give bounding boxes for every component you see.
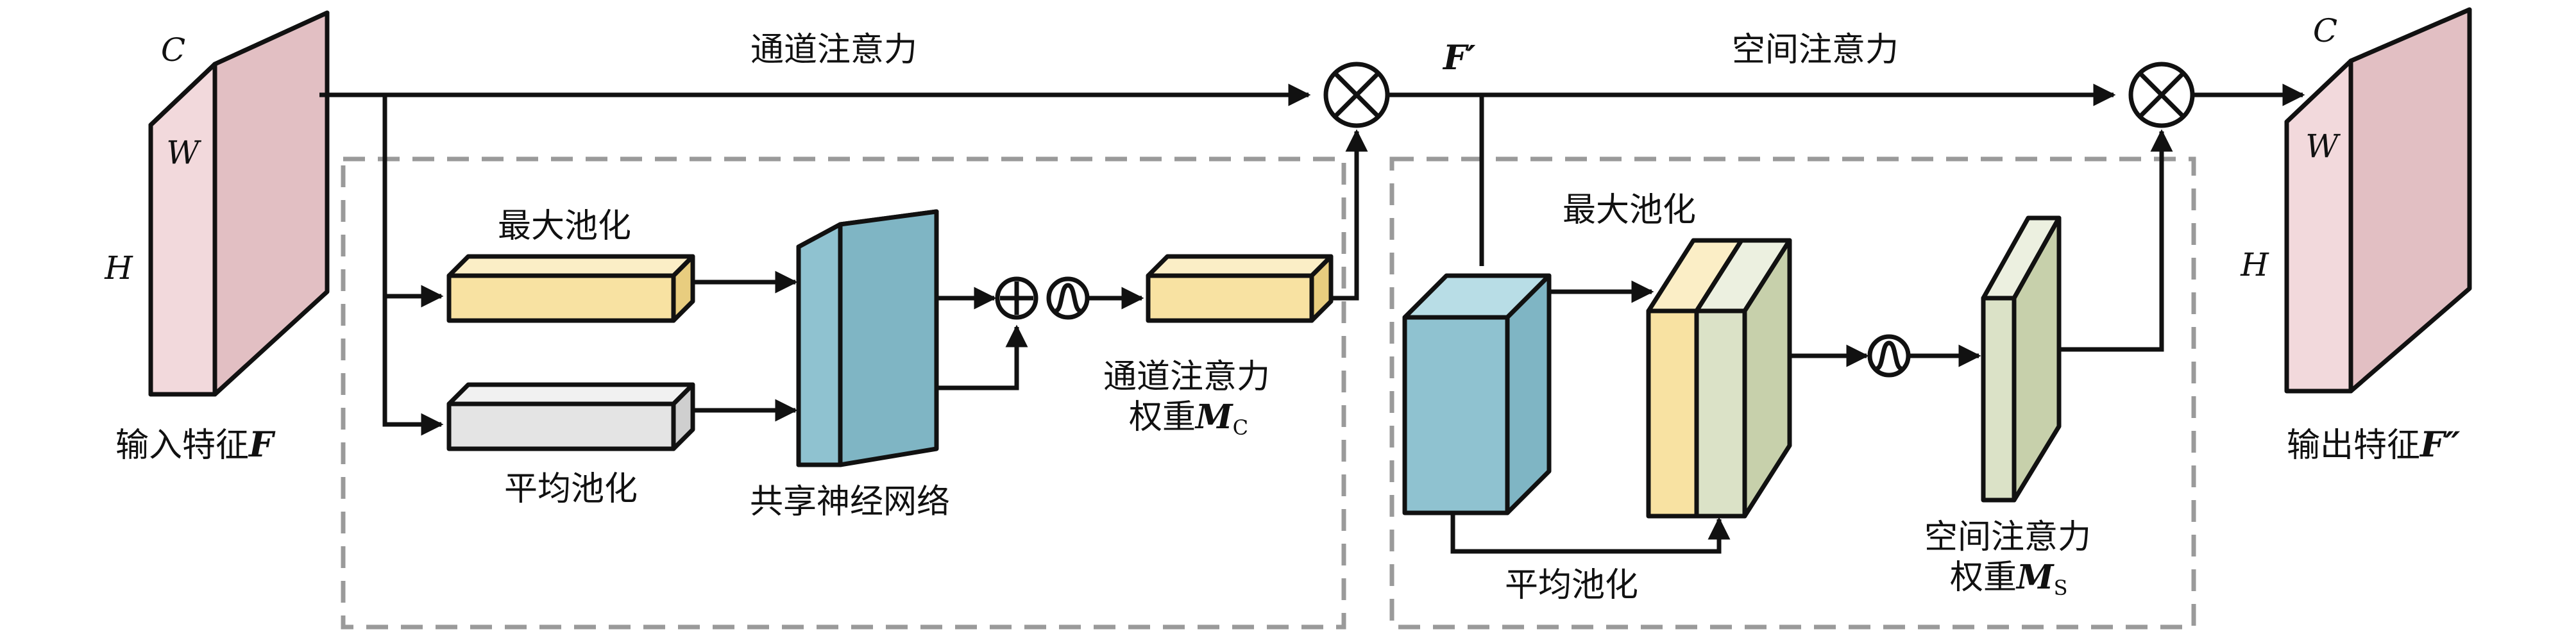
sigmoid-icon xyxy=(1867,334,1911,378)
channel-weight-label-line2: 权重MC xyxy=(1129,398,1248,440)
spatial-attention-module-box xyxy=(1389,156,2196,630)
mlp-to-add-arrow-bottom xyxy=(936,324,1028,390)
avg-pool-spatial-label: 平均池化 xyxy=(1505,566,1638,605)
branch-to-avg-pool-arrow xyxy=(382,296,444,436)
input-axis-h: H xyxy=(104,249,133,287)
avg-pool-label: 平均池化 xyxy=(504,470,638,508)
input-caption: 输入特征F xyxy=(115,424,276,465)
sigmoid-icon xyxy=(1046,276,1090,320)
output-feature-block xyxy=(2284,7,2472,394)
circled-times-icon xyxy=(2128,62,2195,128)
channel-attention-module-box xyxy=(341,156,1346,630)
cube-to-avg-pool-arrow xyxy=(1450,513,1731,554)
channel-weight-to-multiply-arrow xyxy=(1331,129,1368,301)
circled-plus-icon xyxy=(995,276,1038,320)
shared-mlp-label: 共享神经网络 xyxy=(750,483,950,521)
output-caption: 输出特征F″ xyxy=(2287,424,2460,465)
input-axis-c: C xyxy=(161,31,185,69)
spatial-weight-label-line1: 空间注意力 xyxy=(1924,518,2091,556)
avg-pool-block xyxy=(446,382,695,451)
spatial-pooled-maps xyxy=(1646,238,1792,519)
input-feature-block xyxy=(148,10,330,397)
spatial-input-cube xyxy=(1402,273,1552,515)
spatial-weight-to-multiply-arrow xyxy=(2059,129,2173,352)
shared-mlp-block xyxy=(796,209,939,467)
spatial-weight-label-line2: 权重MS xyxy=(1950,558,2068,600)
f-prime-label: F′ xyxy=(1442,38,1476,78)
input-axis-w: W xyxy=(166,134,201,171)
output-axis-w: W xyxy=(2305,128,2341,165)
channel-attention-title: 通道注意力 xyxy=(750,31,917,69)
spatial-weight-block xyxy=(1981,215,2062,503)
max-pool-spatial-label: 最大池化 xyxy=(1563,191,1696,230)
max-pool-label: 最大池化 xyxy=(498,207,631,246)
channel-weight-block xyxy=(1146,254,1334,323)
max-pool-block xyxy=(446,254,695,323)
circled-times-icon xyxy=(1323,62,1390,128)
spatial-attention-title: 空间注意力 xyxy=(1732,31,1899,69)
branch-to-max-pool-arrow xyxy=(382,95,444,308)
output-axis-c: C xyxy=(2313,12,2337,49)
output-axis-h: H xyxy=(2240,246,2269,283)
channel-weight-label-line1: 通道注意力 xyxy=(1103,358,1270,396)
